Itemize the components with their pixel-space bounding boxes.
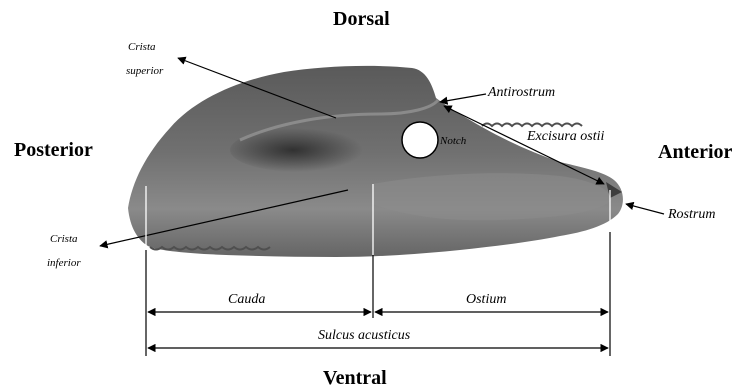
anterior-crenulation xyxy=(482,124,582,127)
antirostrum-annotation: Antirostrum xyxy=(440,85,555,102)
crista-inferior-label-line2: inferior xyxy=(47,257,81,269)
posterior-label: Posterior xyxy=(14,139,93,161)
cauda-measure: Cauda xyxy=(148,292,371,312)
antirostrum-label: Antirostrum xyxy=(487,85,555,100)
crista-superior-label-line2: superior xyxy=(126,65,164,77)
anterior-label: Anterior xyxy=(658,141,733,163)
excisura-ostii-label: Excisura ostii xyxy=(526,129,604,144)
ostium-measure: Ostium xyxy=(375,292,608,312)
ventral-label: Ventral xyxy=(323,367,387,389)
dorsal-label: Dorsal xyxy=(333,8,390,30)
sulcus-acusticus-measure: Sulcus acusticus xyxy=(148,328,608,348)
crista-superior-label-line1: Crista xyxy=(128,41,156,53)
antirostrum-arrow xyxy=(440,94,486,102)
rostrum-label: Rostrum xyxy=(667,207,715,222)
ostium-label: Ostium xyxy=(466,292,506,307)
rostrum-arrow xyxy=(626,204,664,214)
crista-inferior-label-line1: Crista xyxy=(50,233,78,245)
notch-label: Notch xyxy=(439,135,467,147)
rostrum-annotation: Rostrum xyxy=(626,204,715,222)
cauda-label: Cauda xyxy=(228,292,265,307)
sulcus-acusticus-label: Sulcus acusticus xyxy=(318,328,411,343)
ostium-area xyxy=(372,173,612,220)
notch-circle xyxy=(402,122,438,158)
